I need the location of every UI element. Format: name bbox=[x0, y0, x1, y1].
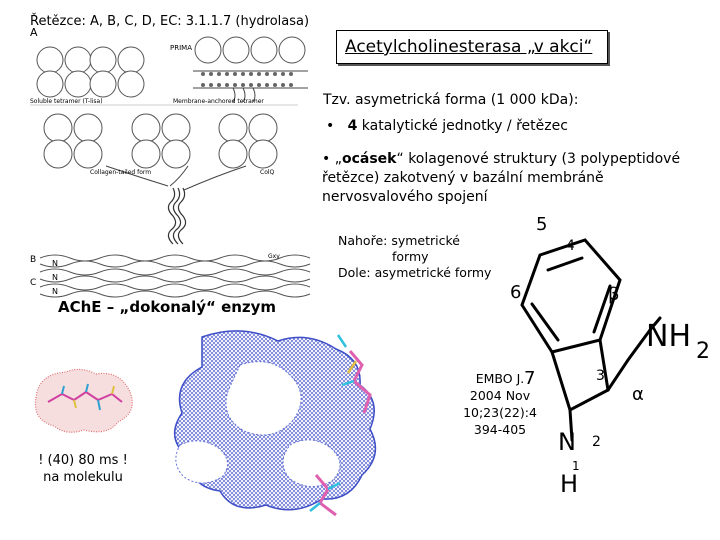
label-gxy: Gxy bbox=[268, 253, 280, 260]
struct-n: N bbox=[558, 428, 576, 456]
label-a: A bbox=[30, 26, 38, 39]
citation-line4: 394-405 bbox=[473, 422, 527, 437]
svg-text:N: N bbox=[52, 273, 58, 282]
struct-7: 7 bbox=[524, 368, 535, 389]
positions-line1: Nahoře: symetrické bbox=[338, 233, 460, 248]
label-membrane: Membrane-anchored tetramer bbox=[173, 98, 264, 105]
slide-title: Acetylcholinesterasa „v akci“ bbox=[336, 30, 608, 64]
label-c: C bbox=[30, 278, 36, 288]
struct-sub2: 2 bbox=[696, 339, 710, 364]
svg-text:N: N bbox=[52, 287, 58, 296]
struct-5: 5 bbox=[536, 214, 547, 235]
ligand-surface-image bbox=[34, 368, 133, 433]
bullet1-prefix: 4 bbox=[347, 118, 358, 134]
bullet2-bold: ocásek bbox=[341, 151, 397, 167]
label-collagen: Collagen-tailed form bbox=[90, 169, 151, 176]
chemical-structure: 5 4 6 β NH 2 7 3 α N 2 H 1 bbox=[510, 214, 710, 498]
bullet-catalytic-units: • 4 katalytické jednotky / řetězec bbox=[326, 118, 568, 134]
struct-3: 3 bbox=[596, 368, 605, 384]
struct-2: 2 bbox=[592, 434, 601, 450]
label-prima: PRIMA bbox=[170, 44, 192, 52]
label-b: B bbox=[30, 255, 36, 265]
citation-line3: 10;23(22):4 bbox=[463, 405, 537, 420]
positions-line3: Dole: asymetrické formy bbox=[338, 265, 492, 280]
struct-h: H bbox=[560, 470, 578, 498]
bullet2-text: “ kolagenové struktury (3 polypeptidové … bbox=[322, 151, 681, 205]
citation-line2: 2004 Nov bbox=[469, 388, 531, 403]
bullet2-open-quote: „ bbox=[334, 151, 342, 167]
struct-beta: β bbox=[608, 284, 620, 305]
struct-nh: NH bbox=[646, 319, 691, 354]
svg-text:N: N bbox=[52, 259, 58, 268]
struct-1: 1 bbox=[572, 459, 580, 473]
label-soluble: Soluble tetramer (T-lisa) bbox=[30, 98, 103, 105]
asymmetric-form-line: Tzv. asymetrická forma (1 000 kDa): bbox=[323, 92, 579, 108]
forms-position-note: Nahoře: symetrické formy Dole: asymetric… bbox=[338, 233, 491, 281]
struct-4: 4 bbox=[566, 238, 575, 254]
ache-forms-diagram: A PRIMA Soluble tetramer (T-lisa) Membra… bbox=[30, 26, 311, 298]
citation-line1: EMBO J. bbox=[475, 371, 525, 386]
label-colq: ColQ bbox=[260, 169, 275, 176]
turnover-note: ! (40) 80 ms ! na molekulu bbox=[28, 452, 138, 486]
struct-6: 6 bbox=[510, 282, 521, 303]
bullet-collagen-tail: • „ocásek“ kolagenové struktury (3 polyp… bbox=[322, 151, 681, 205]
ache-perfect-enzyme-title: AChE – „dokonalý“ enzym bbox=[58, 298, 277, 316]
turnover-line1: ! (40) 80 ms ! bbox=[38, 453, 128, 468]
chains-note: Řetězce: A, B, C, D, EC: 3.1.1.7 (hydrol… bbox=[30, 14, 310, 29]
bullet1-text: katalytické jednotky / řetězec bbox=[357, 118, 568, 134]
protein-surface-image bbox=[173, 330, 377, 517]
struct-alpha: α bbox=[632, 384, 644, 405]
turnover-line2: na molekulu bbox=[43, 470, 123, 485]
citation-embo: EMBO J. 2004 Nov 10;23(22):4 394-405 bbox=[458, 370, 542, 438]
positions-line2: formy bbox=[392, 249, 429, 264]
